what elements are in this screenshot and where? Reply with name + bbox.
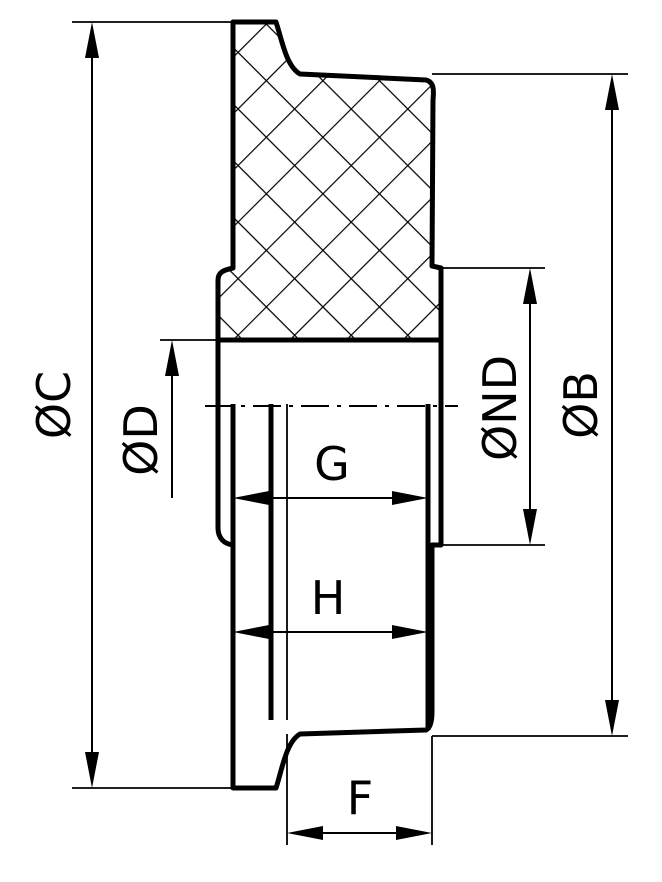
dimension-f [287,826,432,840]
wheel-core [205,340,458,791]
label-nd: ØND [473,355,527,461]
dimension-d [165,340,179,498]
label-g: G [314,437,350,491]
dimension-h [233,625,428,639]
core-outline [215,340,444,791]
tread-outline [215,19,444,343]
tread-hatch [218,22,441,340]
label-f: F [347,771,373,825]
extension-lines [72,21,628,845]
label-h: H [311,571,346,625]
dimension-nd [523,268,537,545]
label-c: ØC [27,371,81,439]
label-d: ØD [114,404,168,476]
dimension-c [85,22,99,788]
dimension-g [233,491,428,505]
dimension-b [605,74,619,736]
tread-section [215,19,444,343]
label-b: ØB [554,371,608,439]
